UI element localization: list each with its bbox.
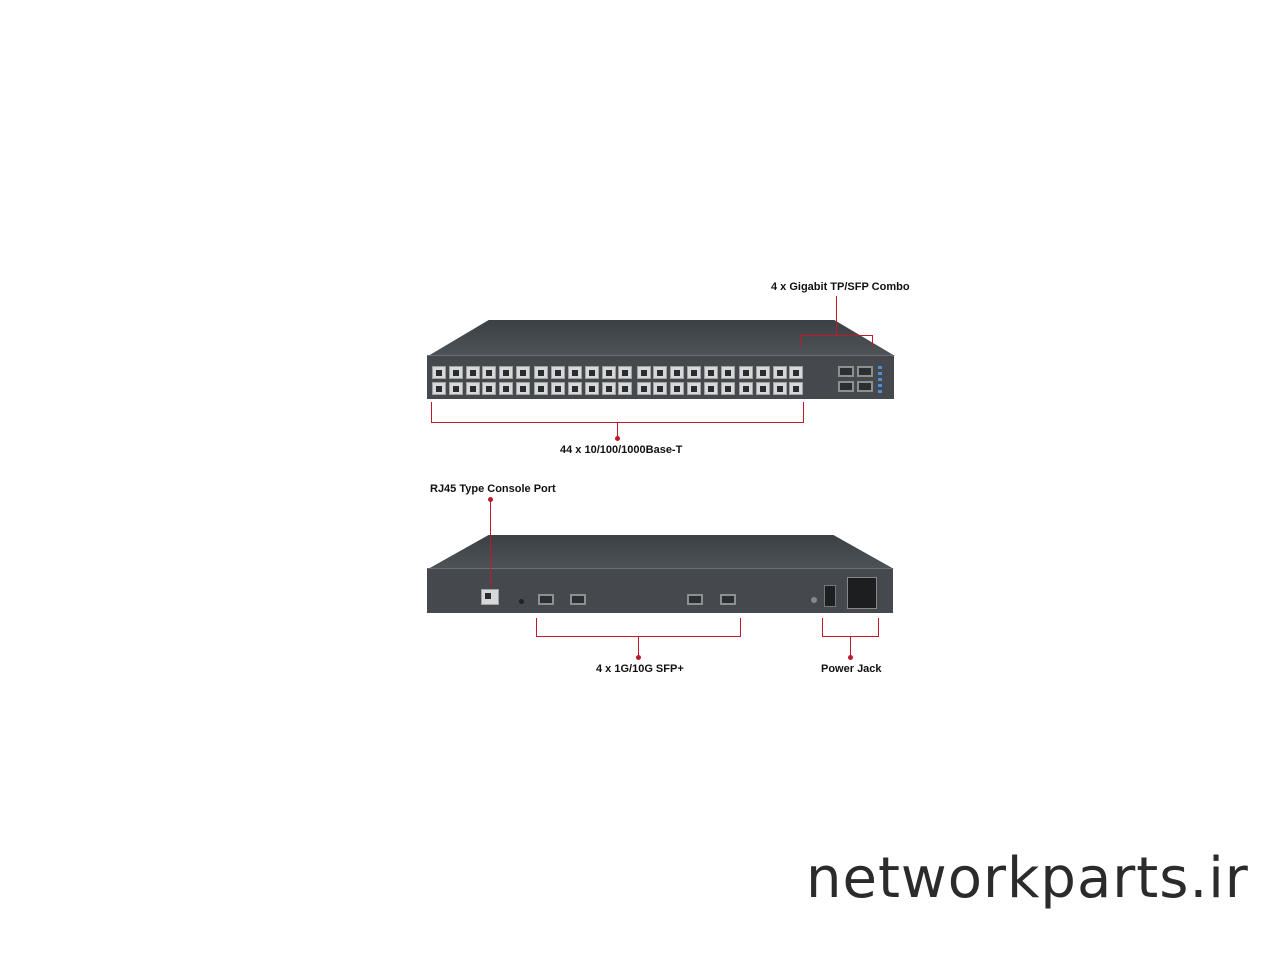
sfp-plus-port [570,594,586,605]
power-switch [824,585,836,607]
callout-line [740,618,741,636]
callout-line [800,335,873,336]
rj45-port [601,382,616,395]
callout-line [850,636,851,656]
rear-panel [427,568,893,613]
callout-line [803,402,804,422]
rj45-port [653,366,668,379]
rj45-port [738,382,753,395]
rj45-port [601,366,616,379]
rj45-port [584,366,599,379]
front-panel [427,355,894,399]
callout-line [800,335,801,347]
callout-line [490,500,491,588]
rj45-port [534,366,549,379]
sfp-plus-port [720,594,736,605]
callout-line [638,636,639,656]
callout-dot [488,497,493,502]
reset-button [519,599,524,604]
rj45-port [465,382,480,395]
status-led [878,384,882,387]
rj45-port [687,366,701,379]
callout-dot [848,655,853,660]
callout-line [836,296,837,336]
callout-line [617,422,618,438]
rj45-port [567,382,582,395]
combo-sfp-port [857,366,873,377]
callout-line [536,618,537,636]
callout-dot [615,436,620,441]
rj45-port [465,366,480,379]
rj45-port [670,382,685,395]
rj45-port [755,366,770,379]
callout-line [872,335,873,347]
rear-switch-top [428,535,894,569]
callout-line [822,618,823,636]
status-led [878,378,882,381]
front-switch-top [428,320,895,356]
rj45-port [534,382,549,395]
rj45-port [687,382,701,395]
rj45-port [584,382,599,395]
rj45-port [432,382,446,395]
rj45-port [720,382,735,395]
sfp-plus-port [687,594,703,605]
rj45-port [567,366,582,379]
rj45-port [653,382,668,395]
rj45-port [516,382,530,395]
rj45-port [448,366,463,379]
rj45-port [789,366,804,379]
power-callout-label: Power Jack [821,663,882,675]
rj45-port [482,366,497,379]
rj45-port [772,366,787,379]
rj45-port [636,382,651,395]
rj45-port [551,366,566,379]
rj45-port [772,382,787,395]
rj45-port [551,382,566,395]
rj45-port [499,366,514,379]
rj45-port [636,366,651,379]
rj45-port [789,382,804,395]
rj45-port [755,382,770,395]
callout-line [878,618,879,636]
rj45-port [720,366,735,379]
rj45-port [618,366,633,379]
status-led [878,366,882,369]
rj45-callout-label: 44 x 10/100/1000Base-T [560,444,683,456]
ground-screw [811,597,817,603]
rj45-port [482,382,497,395]
rj45-port [499,382,514,395]
watermark-logo: networkparts.ir [806,846,1249,911]
status-led [878,390,882,393]
rj45-port [448,382,463,395]
rj45-port [432,366,446,379]
status-led [878,372,882,375]
rj45-port [516,366,530,379]
console-callout-label: RJ45 Type Console Port [430,483,556,495]
combo-sfp-port [838,381,854,392]
callout-dot [636,655,641,660]
rj45-port [670,366,685,379]
combo-sfp-port [857,381,873,392]
sfp-plus-port [538,594,554,605]
combo-sfp-port [838,366,854,377]
callout-line [431,402,432,422]
rj45-port [738,366,753,379]
rj45-port [703,366,718,379]
power-jack [847,577,877,609]
rj45-port [618,382,633,395]
combo-callout-label: 4 x Gigabit TP/SFP Combo [771,281,910,293]
console-port [481,589,499,605]
rj45-port [703,382,718,395]
sfp-plus-callout-label: 4 x 1G/10G SFP+ [596,663,684,675]
